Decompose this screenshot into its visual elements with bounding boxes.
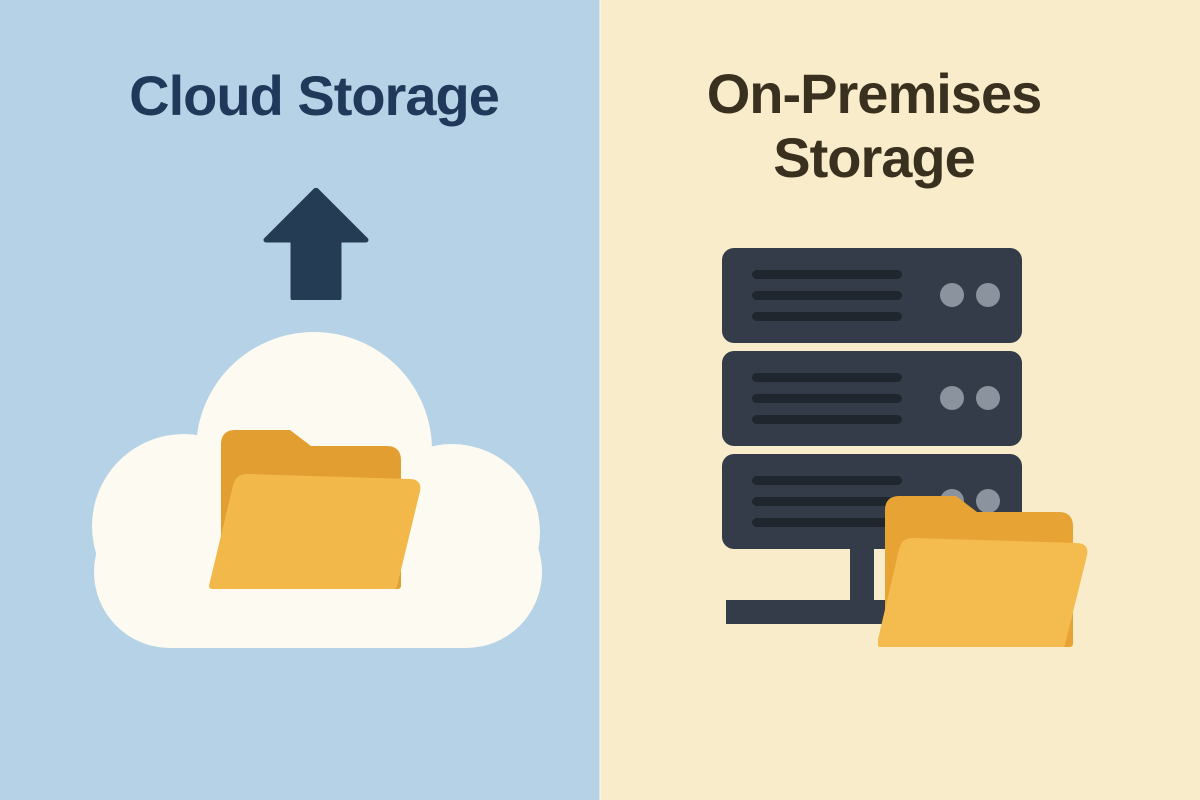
folder-icon (209, 430, 421, 589)
server-slots (752, 476, 902, 527)
server-indicator-lights (940, 386, 1000, 410)
folder-front-shape (209, 474, 421, 589)
server-unit-2 (722, 351, 1022, 446)
panel-divider (599, 0, 601, 800)
server-slots (752, 270, 902, 321)
cloud-icon (92, 332, 542, 648)
network-line-icon (726, 543, 886, 624)
cloud-storage-panel: Cloud Storage (0, 0, 600, 800)
cloud-storage-title: Cloud Storage (129, 64, 500, 127)
server-unit-1 (722, 248, 1022, 343)
on-premises-storage-panel: On-Premises Storage (600, 0, 1200, 800)
on-premises-storage-title: On-Premises Storage (706, 62, 1043, 189)
folder-front-shape (878, 538, 1088, 647)
folder-icon (878, 496, 1088, 647)
upload-arrow-shape (263, 188, 369, 300)
server-indicator-lights (940, 283, 1000, 307)
server-slots (752, 373, 902, 424)
upload-arrow-icon (263, 188, 369, 300)
server-rack-icon (722, 248, 1022, 624)
